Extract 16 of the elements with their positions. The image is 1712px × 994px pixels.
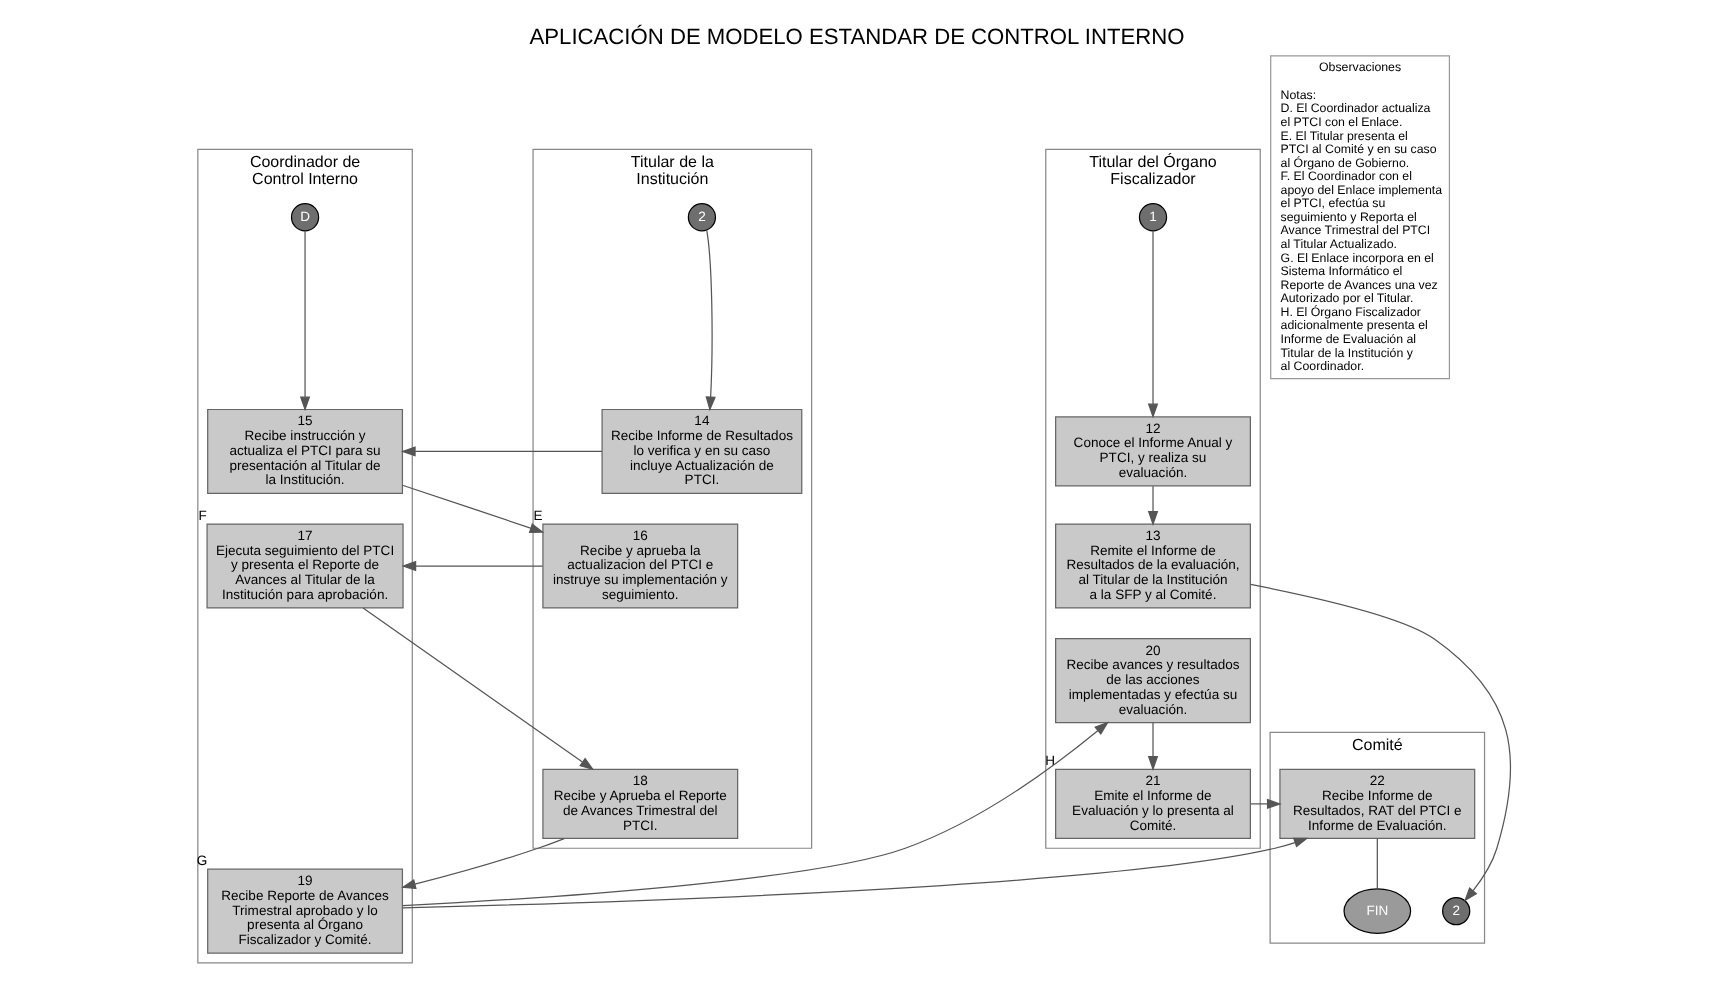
arrow	[298, 230, 310, 412]
arrow	[1249, 583, 1511, 902]
arrow	[1146, 485, 1158, 526]
diagram-title: APLICACIÓN DE MODELO ESTANDAR DE CONTROL INTERNO	[528, 25, 1184, 50]
arrow	[399, 446, 602, 457]
arrow	[1249, 798, 1281, 810]
arrow	[704, 229, 715, 412]
arrow	[400, 837, 564, 890]
arrow	[401, 837, 1308, 909]
arrow	[361, 607, 594, 771]
arrow	[400, 560, 543, 572]
arrow	[400, 484, 544, 533]
arrow	[1146, 230, 1158, 419]
connector	[1375, 838, 1377, 890]
arrow	[1146, 722, 1158, 771]
arrow	[401, 721, 1108, 907]
